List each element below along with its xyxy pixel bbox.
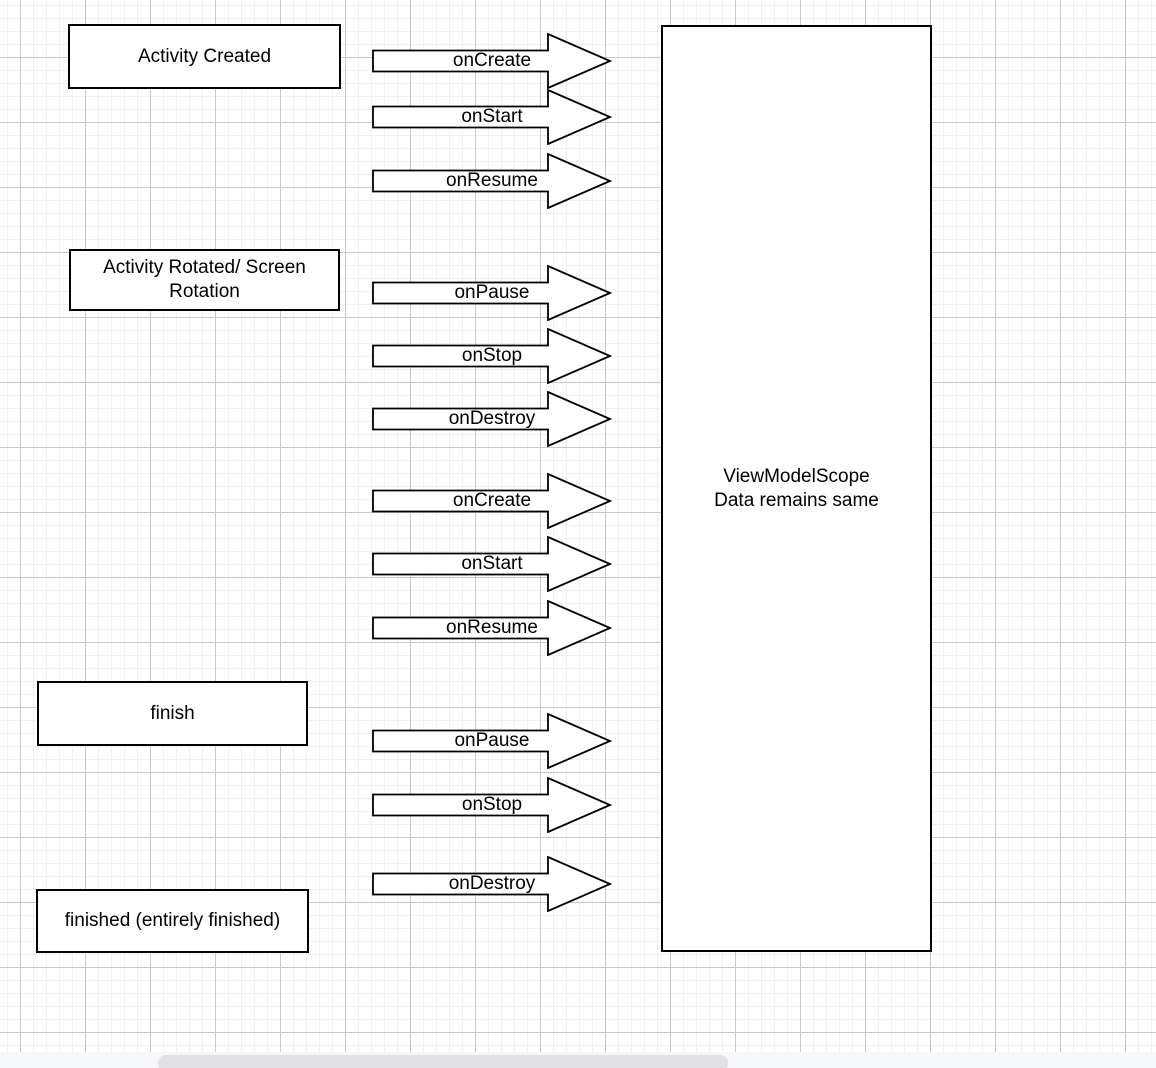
arrow-ondestroy-1[interactable]: onDestroy (372, 391, 612, 447)
arrow-oncreate-1[interactable]: onCreate (372, 33, 612, 89)
arrow-oncreate-2[interactable]: onCreate (372, 473, 612, 529)
block-arrow-shape (372, 777, 612, 833)
arrow-onresume-1[interactable]: onResume (372, 153, 612, 209)
block-arrow-shape (372, 856, 612, 912)
block-arrow-shape (372, 265, 612, 321)
horizontal-scrollbar-track[interactable] (0, 1052, 1156, 1068)
block-arrow-shape (372, 473, 612, 529)
arrow-onpause-1[interactable]: onPause (372, 265, 612, 321)
arrow-onresume-2[interactable]: onResume (372, 600, 612, 656)
arrow-onstart-2[interactable]: onStart (372, 536, 612, 592)
stage-box-finish[interactable]: finish (37, 681, 308, 746)
block-arrow-shape (372, 328, 612, 384)
horizontal-scrollbar-thumb[interactable] (158, 1055, 728, 1068)
viewmodelscope-line2: Data remains same (714, 489, 879, 511)
block-arrow-shape (372, 391, 612, 447)
stage-box-activity-created[interactable]: Activity Created (68, 24, 341, 89)
arrow-onpause-2[interactable]: onPause (372, 713, 612, 769)
stage-box-finished[interactable]: finished (entirely finished) (36, 889, 309, 953)
block-arrow-shape (372, 600, 612, 656)
stage-box-activity-rotated[interactable]: Activity Rotated/ Screen Rotation (69, 249, 340, 311)
block-arrow-shape (372, 33, 612, 89)
block-arrow-shape (372, 536, 612, 592)
arrow-onstop-2[interactable]: onStop (372, 777, 612, 833)
stage-box-label: finished (entirely finished) (64, 910, 281, 932)
arrow-onstart-1[interactable]: onStart (372, 89, 612, 145)
stage-box-label: finish (150, 702, 195, 724)
viewmodelscope-line1: ViewModelScope (723, 465, 870, 487)
viewmodelscope-box[interactable]: ViewModelScope Data remains same (661, 25, 932, 952)
block-arrow-shape (372, 713, 612, 769)
block-arrow-shape (372, 89, 612, 145)
stage-box-label: Activity Created (137, 45, 272, 67)
arrow-onstop-1[interactable]: onStop (372, 328, 612, 384)
block-arrow-shape (372, 153, 612, 209)
arrow-ondestroy-2[interactable]: onDestroy (372, 856, 612, 912)
stage-box-label: Activity Rotated/ Screen Rotation (103, 257, 306, 302)
viewmodelscope-label: ViewModelScope Data remains same (714, 465, 879, 513)
